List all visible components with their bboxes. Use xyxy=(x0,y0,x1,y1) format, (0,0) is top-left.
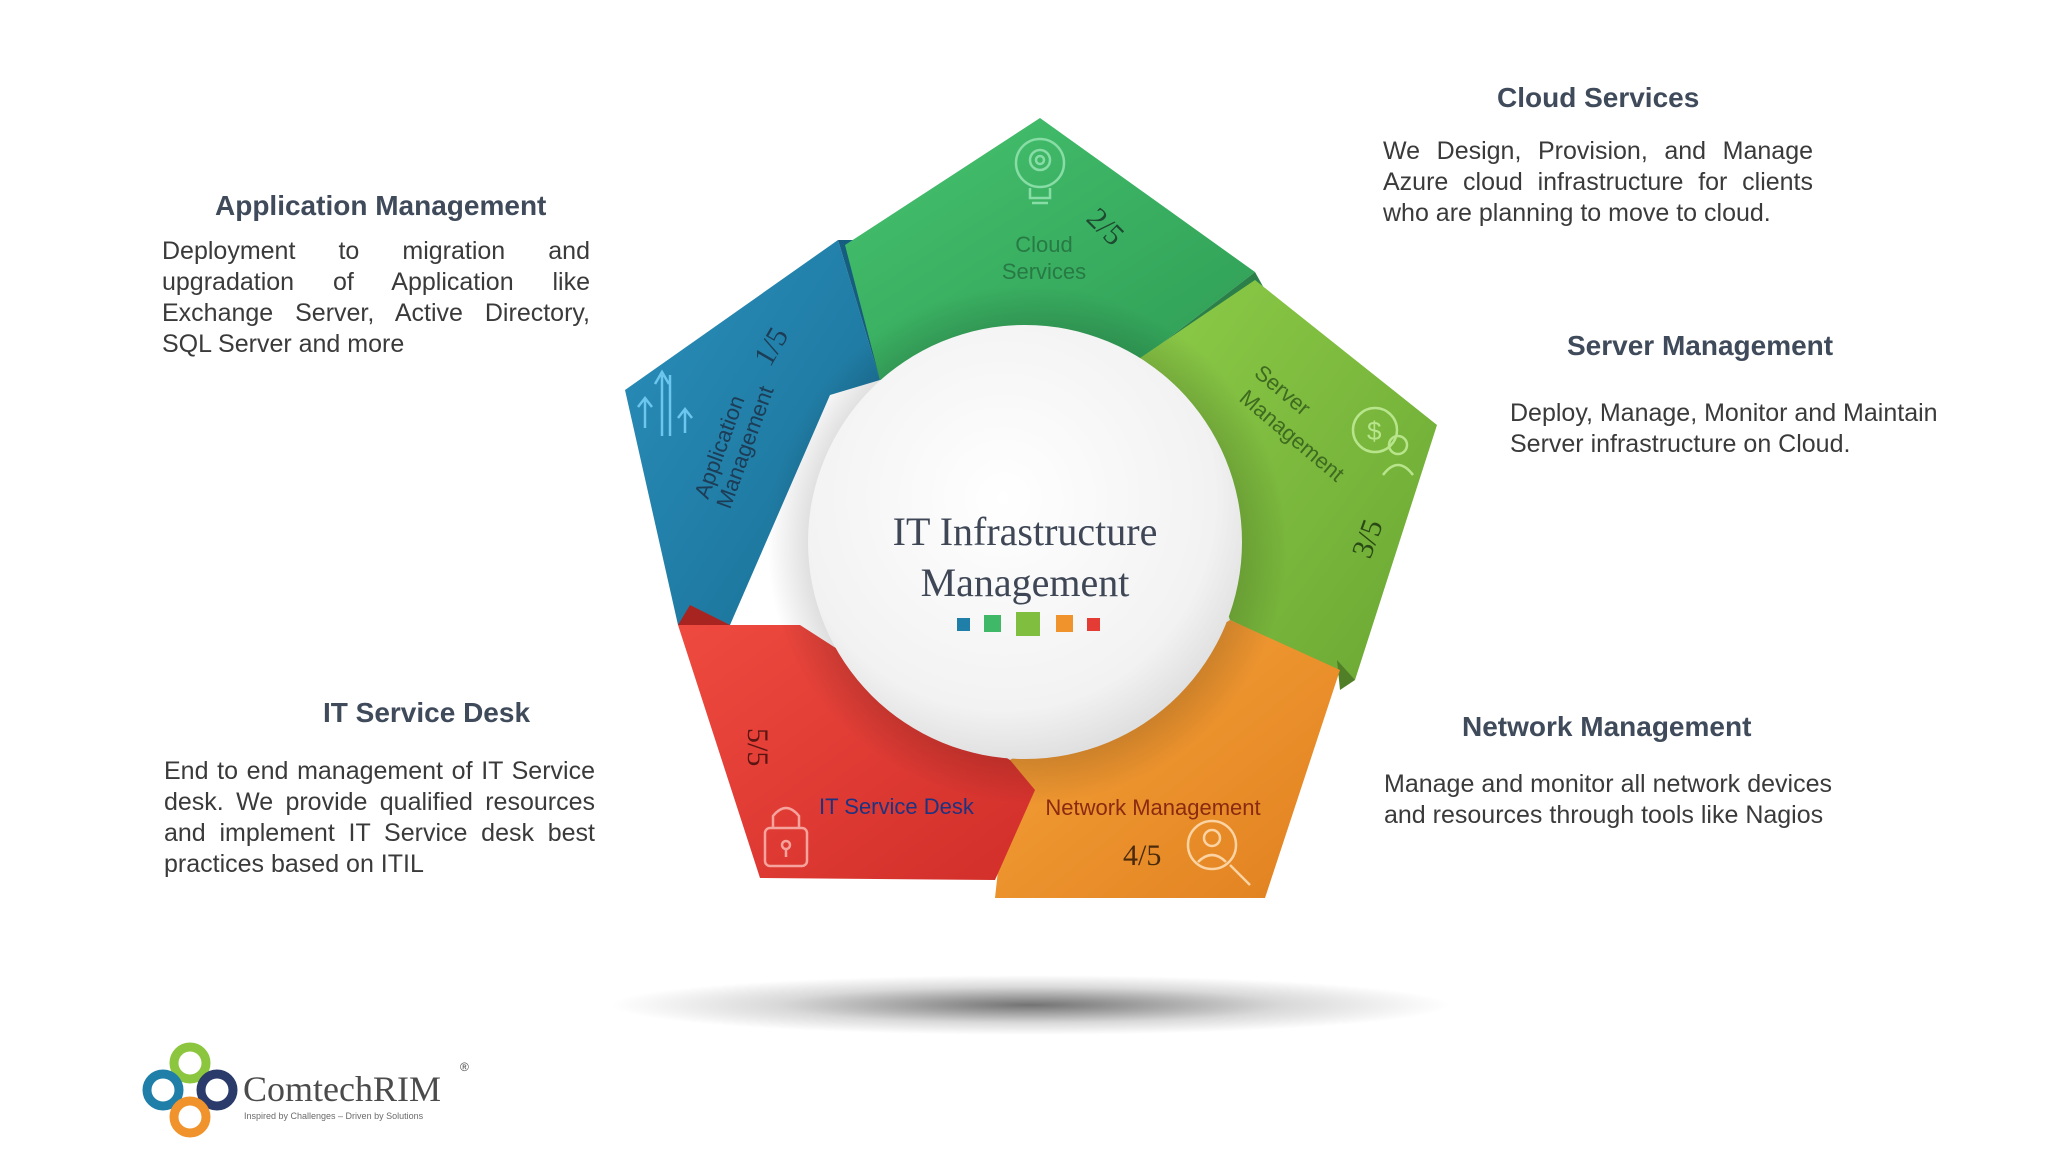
segment-application-management[interactable] xyxy=(625,240,880,625)
center-title-line2: Management xyxy=(921,560,1130,605)
svg-text:$: $ xyxy=(1367,416,1382,446)
logo-registered-mark: ® xyxy=(460,1060,469,1074)
logo-mark xyxy=(142,1042,238,1138)
heading-cloud-services: Cloud Services xyxy=(1497,82,1700,113)
segment-label-network: Network Management xyxy=(1045,795,1260,820)
heading-network-management: Network Management xyxy=(1462,711,1752,742)
heading-application-management: Application Management xyxy=(215,190,547,221)
segment-label-cloud-1: Cloud xyxy=(1015,232,1072,257)
heading-server-management: Server Management xyxy=(1567,330,1834,361)
desc-network-management: Manage and monitor all network devices a… xyxy=(1384,770,1832,829)
desc-cloud-services: We Design, Provision, and Manage Azure c… xyxy=(1383,137,1813,227)
segment-it-service-fold xyxy=(678,605,730,625)
user-search-icon xyxy=(1186,819,1251,886)
segment-server-fold xyxy=(1337,660,1355,690)
floor-shadow xyxy=(610,975,1450,1035)
center-title-line1: IT Infrastructure xyxy=(893,509,1158,554)
desc-application-management: Deployment to migration and upgradation … xyxy=(162,237,590,358)
center-dot-blue xyxy=(957,618,970,631)
desc-it-service-desk: End to end management of IT Service desk… xyxy=(164,757,595,878)
desc-server-management: Deploy, Manage, Monitor and Maintain Ser… xyxy=(1510,399,1938,458)
segment-label-service-desk: IT Service Desk xyxy=(819,794,975,819)
segment-label-cloud-2: Services xyxy=(1002,259,1086,284)
center-dot-red xyxy=(1087,618,1100,631)
center-dot-orange xyxy=(1056,615,1073,632)
center-dot-green xyxy=(984,615,1001,632)
padlock-icon xyxy=(763,806,809,868)
upload-arrows-icon xyxy=(637,369,693,436)
center-circle xyxy=(808,325,1242,759)
heading-it-service-desk: IT Service Desk xyxy=(323,697,531,728)
center-dot-lime xyxy=(1016,612,1040,636)
segment-index-5: 5/5 xyxy=(741,728,774,766)
dollar-user-icon: $ xyxy=(1351,406,1414,476)
segment-it-service-desk[interactable] xyxy=(678,625,1035,880)
segment-index-4: 4/5 xyxy=(1123,839,1161,872)
gear-bulb-icon xyxy=(1014,137,1066,205)
logo-tagline: Inspired by Challenges – Driven by Solut… xyxy=(244,1111,424,1121)
logo-name: ComtechRIM xyxy=(243,1069,441,1109)
